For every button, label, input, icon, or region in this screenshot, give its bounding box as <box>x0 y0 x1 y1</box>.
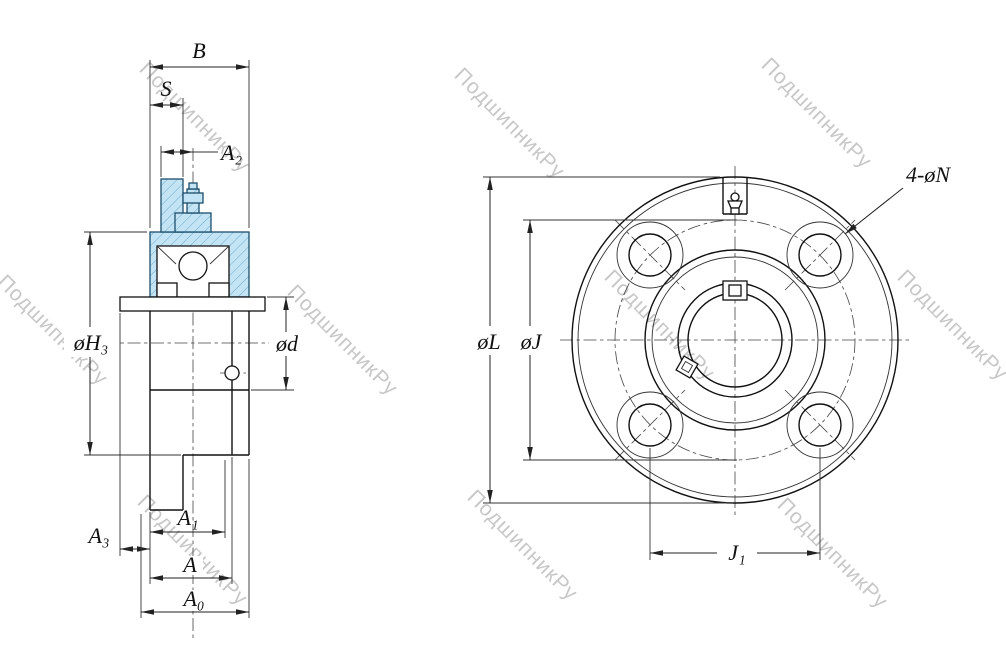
dim-J: øJ <box>513 219 737 461</box>
locking-collar <box>174 212 212 233</box>
dim-label-A1: A₁ <box>175 505 198 530</box>
watermark: ПодшипникРу <box>757 53 877 173</box>
dim-A3: A₃ <box>86 313 150 556</box>
bolt-holes <box>616 221 854 459</box>
dim-label-A3: A₃ <box>86 523 109 548</box>
set-screw-tip <box>188 182 198 190</box>
grease-nipple-ball <box>730 192 740 202</box>
set-screw-head <box>728 284 742 297</box>
watermark: ПодшипникРу <box>600 265 720 385</box>
bolt-hole <box>628 403 672 447</box>
set-screw-2 <box>675 355 699 379</box>
dim-H3: øH₃ <box>64 231 181 456</box>
dim-label-L: øL <box>476 329 500 354</box>
set-screw-hex <box>182 192 204 204</box>
dim-label-d: ød <box>275 331 299 356</box>
front-view: øL øJ J₁ 4-øN <box>468 162 951 565</box>
dim-J1: J₁ <box>649 448 821 565</box>
bearing-elements <box>119 245 266 312</box>
dim-L: øL <box>468 176 733 504</box>
flange-outline <box>571 176 899 504</box>
dim-label-A0: A₀ <box>181 586 204 611</box>
dim-label-S: S <box>161 76 172 101</box>
dim-d: ød <box>251 296 304 391</box>
inner-ring-sleeve <box>119 296 266 312</box>
center-boss <box>644 249 826 431</box>
bolt-hole <box>798 403 842 447</box>
dim-label-A2: A₂ <box>219 140 242 165</box>
side-view: B S A₂ øH₃ ød <box>64 38 304 640</box>
grease-nipple-hex <box>727 200 743 209</box>
dim-A0: A₀ <box>140 459 250 618</box>
dim-label-A: A <box>181 552 197 577</box>
dim-label-4N: 4-øN <box>906 162 951 187</box>
front-view-centerlines <box>560 166 912 516</box>
dim-label-H3: øH₃ <box>73 330 109 355</box>
dim-label-J1: J₁ <box>728 540 745 565</box>
set-screws-front <box>675 280 748 379</box>
grease-fitting <box>722 178 748 215</box>
watermark: ПодшипникРу <box>450 63 570 183</box>
bearing-ball <box>178 251 208 281</box>
bolt-hole <box>798 233 842 277</box>
grease-nipple-stem <box>730 207 740 215</box>
housing-outline <box>149 311 250 511</box>
dim-S: S <box>150 76 184 177</box>
dim-label-J: øJ <box>520 329 543 354</box>
watermark: ПодшипникРу <box>893 265 1006 385</box>
dim-A2: A₂ <box>160 140 242 177</box>
bolt-hole <box>628 233 672 277</box>
dim-A: A <box>150 457 233 584</box>
dim-A1: A₁ <box>149 460 226 584</box>
set-screw-2-head <box>680 360 694 374</box>
dim-label-B: B <box>192 38 205 63</box>
callout-4N: 4-øN <box>844 162 951 235</box>
leader-line <box>844 187 904 235</box>
set-screw-hole <box>224 365 240 381</box>
dim-B: B <box>149 38 250 228</box>
